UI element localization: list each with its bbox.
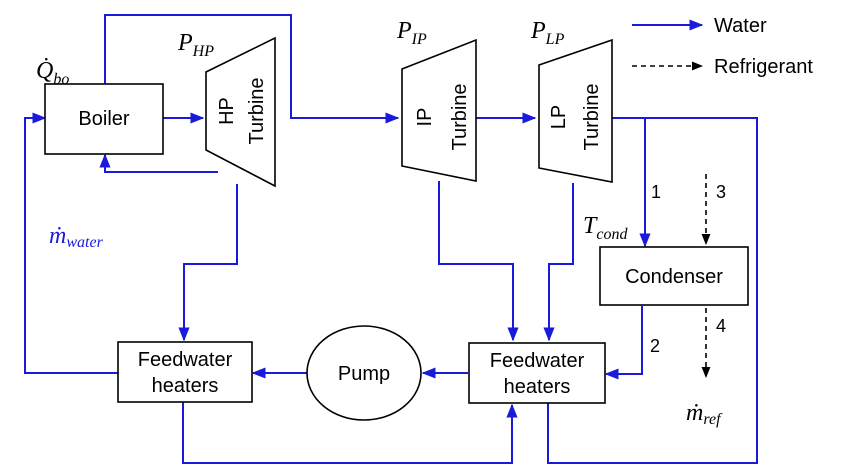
p-ip-main: P	[396, 18, 412, 44]
hp-turbine-label-2: Turbine	[246, 77, 268, 144]
stream-2-label: 2	[650, 336, 660, 356]
stream-4-label: 4	[716, 316, 726, 336]
svg-text:ṁwater: ṁwater	[49, 223, 104, 251]
lp-extraction-line	[543, 183, 574, 342]
feedwater-crossover-line	[182, 402, 518, 464]
pump[interactable]: Pump	[306, 325, 422, 421]
feedwater-left-label-2: heaters	[152, 375, 219, 397]
feedwater-heaters-left[interactable]: Feedwater heaters	[117, 341, 253, 403]
label-t-cond: Tcond	[583, 213, 628, 243]
m-ref-sub: ref	[703, 411, 723, 428]
m-water-main: ṁ	[49, 223, 66, 249]
bypass-loop-line	[547, 117, 758, 464]
hp-turbine-label-1: HP	[216, 97, 238, 125]
label-m-ref: ṁref	[686, 400, 723, 428]
ip-extraction-line	[438, 181, 519, 342]
legend-refrigerant-label: Refrigerant	[714, 56, 813, 78]
lp-turbine-label-1: LP	[548, 105, 570, 129]
svg-text:Tcond: Tcond	[583, 213, 628, 243]
p-ip-sub: IP	[411, 31, 427, 48]
boiler[interactable]: Boiler	[44, 83, 164, 155]
feedwater-heaters-right[interactable]: Feedwater heaters	[468, 342, 606, 404]
water-lines	[24, 14, 758, 464]
stream-1-label: 1	[651, 182, 661, 202]
feedwater-right-label-1: Feedwater	[490, 350, 585, 372]
stream-3-label: 3	[716, 182, 726, 202]
pump-label: Pump	[338, 363, 390, 385]
feedwater-left-label-1: Feedwater	[138, 349, 233, 371]
feedwater-to-boiler-line	[24, 112, 118, 374]
svg-text:Q̇bo: Q̇bo	[36, 58, 69, 88]
t-cond-sub: cond	[596, 226, 628, 243]
lp-turbine[interactable]: LP Turbine	[538, 38, 613, 183]
p-lp-main: P	[530, 18, 546, 44]
p-lp-sub: LP	[545, 31, 565, 48]
hp-extraction-line	[178, 184, 238, 342]
svg-text:ṁref: ṁref	[686, 400, 723, 428]
lp-turbine-label-2: Turbine	[581, 83, 603, 150]
m-water-sub: water	[66, 234, 103, 251]
legend-water-label: Water	[714, 15, 767, 37]
ip-turbine[interactable]: IP Turbine	[401, 38, 477, 182]
svg-text:PHP: PHP	[177, 30, 214, 60]
hp-turbine[interactable]: HP Turbine	[205, 36, 276, 188]
boiler-label: Boiler	[78, 108, 129, 130]
label-m-water: ṁwater	[49, 223, 104, 251]
ip-turbine-label-2: Turbine	[449, 83, 471, 150]
label-p-hp: PHP	[177, 30, 214, 60]
hp-return-line	[99, 153, 218, 173]
t-cond-main: T	[583, 213, 598, 239]
m-ref-main: ṁ	[686, 400, 703, 426]
feedwater-right-label-2: heaters	[504, 376, 571, 398]
label-p-lp: PLP	[530, 18, 565, 48]
p-hp-main: P	[177, 30, 193, 56]
condenser-label: Condenser	[625, 266, 723, 288]
q-bo-main: Q̇	[36, 58, 53, 84]
svg-text:PIP: PIP	[396, 18, 427, 48]
q-bo-sub: bo	[53, 71, 69, 88]
condenser[interactable]: Condenser	[599, 246, 749, 306]
label-q-bo: Q̇bo	[36, 58, 69, 88]
ip-turbine-label-1: IP	[414, 108, 436, 127]
condenser-to-feedwater-line	[604, 306, 643, 380]
p-hp-sub: HP	[192, 43, 215, 60]
boiler-to-ip-line	[104, 14, 400, 124]
svg-text:PLP: PLP	[530, 18, 565, 48]
label-p-ip: PIP	[396, 18, 427, 48]
legend: Water Refrigerant	[632, 15, 813, 78]
